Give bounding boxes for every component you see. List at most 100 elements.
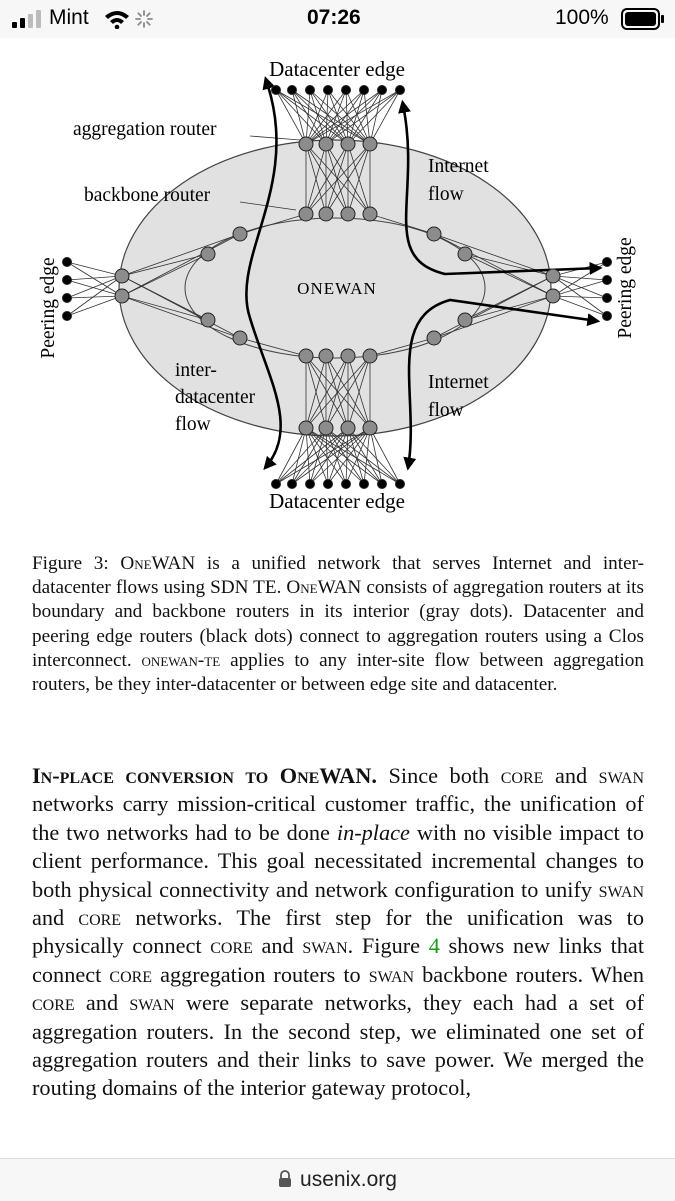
- link: [121, 295, 209, 321]
- link: [552, 295, 608, 299]
- aggregation-router: [114, 288, 130, 304]
- caption-label: Figure 3:: [32, 553, 121, 574]
- clos-link: [347, 427, 365, 485]
- router: [362, 136, 378, 152]
- label-datacenter-edge-top: Datacenter edge: [269, 57, 405, 81]
- link: [66, 261, 123, 297]
- body-text: networks carry mission-critical customer…: [32, 791, 644, 845]
- datacenter-edge-router: [271, 479, 281, 489]
- agg-backbone-link: [305, 355, 371, 429]
- agg-backbone-link: [305, 143, 327, 215]
- core-term: core: [210, 933, 253, 959]
- clos-link: [305, 89, 329, 145]
- clos-link: [325, 427, 365, 485]
- aggregation-router: [545, 268, 561, 284]
- clos-link: [369, 89, 383, 145]
- peering-edge-router: [62, 257, 72, 267]
- clos-link: [305, 427, 401, 485]
- peering-edge-router: [602, 275, 612, 285]
- browser-url-bar[interactable]: usenix.org: [0, 1158, 675, 1201]
- wifi-icon: [105, 11, 129, 29]
- clos-link: [325, 89, 401, 145]
- clos-link: [275, 427, 349, 485]
- agg-backbone-link: [305, 355, 349, 429]
- clos-link: [347, 427, 401, 485]
- router: [298, 420, 314, 436]
- swan-term: swan: [598, 876, 644, 902]
- clos-link: [347, 89, 365, 145]
- clos-link: [347, 89, 401, 145]
- label-inter-dc-3: flow: [175, 414, 211, 435]
- battery-icon: [621, 8, 664, 30]
- link: [552, 275, 608, 299]
- clos-link: [345, 89, 349, 145]
- agg-backbone-link: [325, 355, 371, 429]
- clos-link: [345, 427, 371, 485]
- agg-backbone-link: [347, 355, 371, 429]
- clos-link: [309, 427, 371, 485]
- router: [318, 206, 334, 222]
- label-inter-dc-1: inter-: [175, 360, 217, 381]
- clos-link: [305, 89, 383, 145]
- body-text: were separate networks, they each had a …: [32, 990, 644, 1101]
- link: [552, 275, 608, 281]
- clos-link: [305, 89, 347, 145]
- link: [66, 261, 123, 277]
- agg-backbone-link: [305, 143, 349, 215]
- clos-link: [327, 427, 349, 485]
- body-text: Since both: [376, 763, 501, 788]
- datacenter-edge-router: [287, 85, 297, 95]
- clos-link: [309, 89, 371, 145]
- onewan-diagram: Datacenter edge Datacenter edge aggregat…: [38, 57, 636, 513]
- document-page[interactable]: Datacenter edge Datacenter edge aggregat…: [0, 38, 675, 1158]
- router: [318, 420, 334, 436]
- swan-term: swan: [302, 933, 348, 959]
- url-text: usenix.org: [300, 1168, 397, 1191]
- router: [362, 206, 378, 222]
- clos-link: [275, 89, 371, 145]
- link: [121, 253, 209, 297]
- datacenter-edge-router: [359, 479, 369, 489]
- link: [552, 279, 608, 297]
- caption-text: consists of aggregation routers at its b…: [32, 577, 644, 671]
- datacenter-edge-router: [305, 85, 315, 95]
- body-text: and: [32, 905, 79, 931]
- inner-ring: [184, 217, 486, 359]
- clos-link: [363, 89, 371, 145]
- peering-edge-router: [62, 275, 72, 285]
- datacenter-edge-router: [271, 85, 281, 95]
- clos-link: [327, 89, 349, 145]
- router: [318, 136, 334, 152]
- link: [464, 275, 554, 321]
- aggregation-router: [114, 268, 130, 284]
- agg-backbone-link: [347, 143, 371, 215]
- label-aggregation-router: aggregation router: [73, 119, 217, 140]
- clos-link: [369, 427, 401, 485]
- agg-backbone-link: [305, 355, 327, 429]
- body-text: networks. The first step for the unifica…: [32, 905, 644, 959]
- link: [66, 275, 123, 317]
- router: [362, 348, 378, 364]
- body-text: and: [543, 763, 599, 788]
- clos-link: [305, 427, 383, 485]
- figure-4-link[interactable]: 4: [428, 933, 440, 959]
- clos-link: [369, 89, 401, 145]
- clos-link: [325, 89, 383, 145]
- aggregation-router: [200, 312, 216, 328]
- url-display[interactable]: usenix.org: [0, 1168, 675, 1192]
- clos-link: [325, 427, 383, 485]
- clos-link: [325, 427, 329, 485]
- link: [66, 295, 123, 299]
- aggregation-router: [426, 226, 442, 242]
- router: [340, 348, 356, 364]
- link: [552, 275, 608, 317]
- core-term: core: [500, 763, 544, 788]
- clos-link: [309, 89, 327, 145]
- clos-link: [275, 427, 327, 485]
- clock: 07:26: [307, 6, 361, 29]
- core-term: core: [109, 961, 153, 987]
- router: [318, 348, 334, 364]
- agg-backbone-link: [305, 143, 371, 215]
- leader-line: [249, 135, 301, 141]
- link: [121, 253, 209, 277]
